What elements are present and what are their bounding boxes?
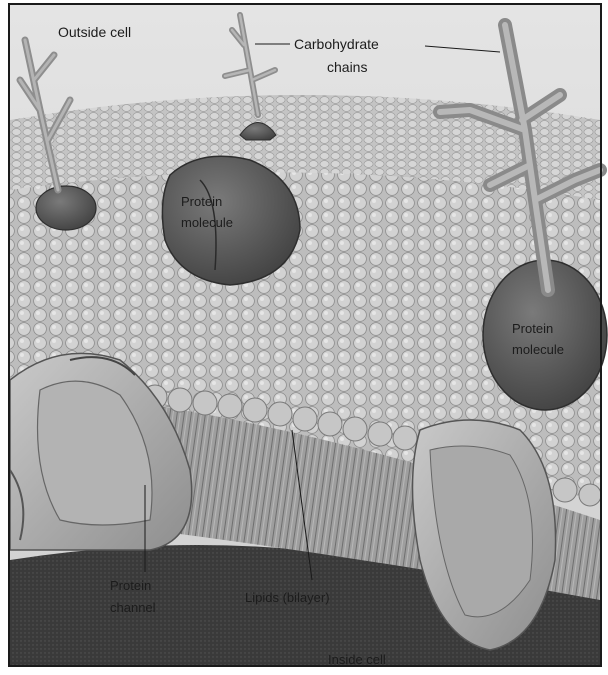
label-protein-right-1: Protein [512, 321, 553, 336]
label-lipids-bilayer: Lipids (bilayer) [245, 590, 330, 605]
label-outside-cell: Outside cell [58, 24, 131, 40]
label-carbohydrate-chains-2: chains [327, 59, 367, 75]
label-protein-channel-2: channel [110, 600, 156, 615]
label-protein-left-2: molecule [181, 215, 233, 230]
label-carbohydrate-chains-1: Carbohydrate [294, 36, 379, 52]
label-inside-cell: Inside cell [328, 652, 386, 667]
label-protein-channel-1: Protein [110, 578, 151, 593]
label-protein-right-2: molecule [512, 342, 564, 357]
label-protein-left-1: Protein [181, 194, 222, 209]
